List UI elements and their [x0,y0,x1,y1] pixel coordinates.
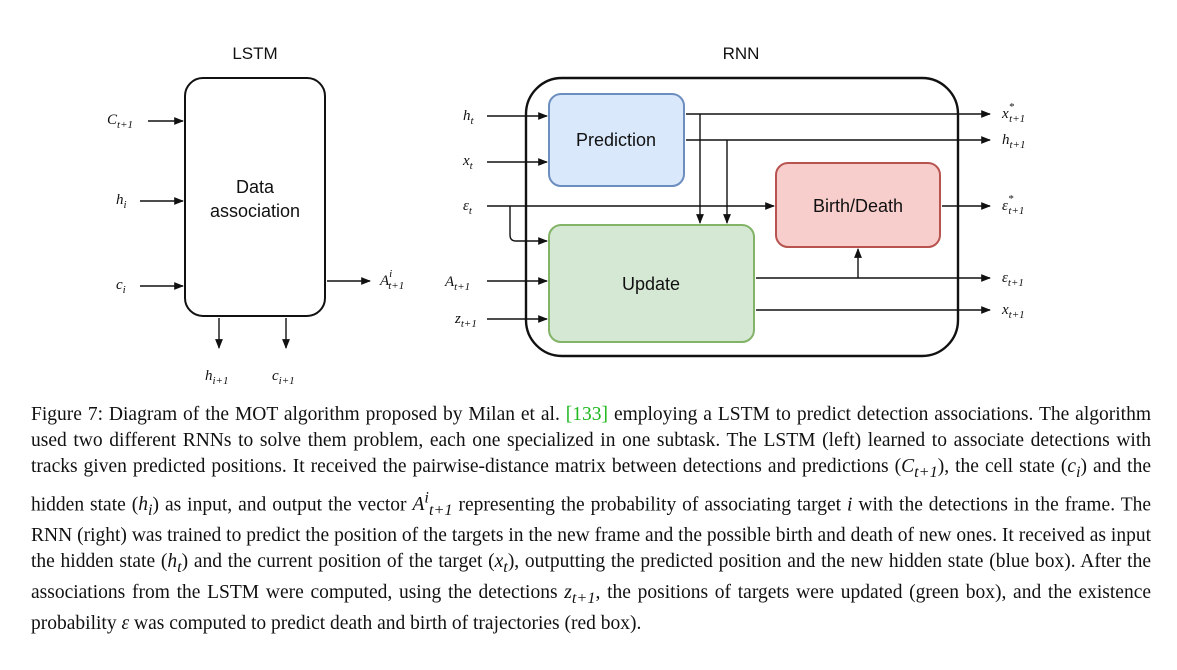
math-symbol: xt [494,551,508,577]
lstm-input-label: Ct+1 [107,112,133,131]
lstm-input-label: ci [116,277,126,296]
rnn-output-label: εt+1 [1002,270,1024,289]
data-association-box [184,77,326,317]
math-symbol: ci [1067,456,1081,481]
update-box [548,224,755,343]
figure-caption: Figure 7: Diagram of the MOT algorithm p… [31,402,1151,637]
lstm-bottom-label: hi+1 [205,368,228,387]
prediction-box [548,93,685,187]
caption-text: ) as input, and output the vector [152,494,407,516]
math-symbol: ht [167,551,182,577]
caption-text: ) and the current position of the target… [181,551,495,573]
rnn-output-label: ht+1 [1002,132,1025,151]
rnn-input-label: εt [463,198,473,217]
data-association-label-2: association [210,201,300,221]
figure-label: Figure 7: [31,404,103,425]
lstm-title: LSTM [232,44,277,63]
birth-death-label: Birth/Death [813,196,903,216]
rnn-output-label: x*t+1 [1001,101,1025,125]
caption-text: ) and the hidden state ( [31,456,1151,516]
caption-text: representing the probability of associat… [458,494,842,516]
rnn-title: RNN [723,44,760,63]
lstm-input-label: hi [116,192,127,211]
rnn-input-label: ht [463,108,475,127]
caption-text: ), outputting the predicted position and… [31,551,1151,604]
data-association-label-1: Data [236,177,275,197]
update-label: Update [622,274,680,294]
rnn-input-label: zt+1 [454,311,477,330]
math-symbol: hi [138,494,153,520]
prediction-label: Prediction [576,130,656,150]
birth-death-box [775,162,941,248]
caption-text: , the positions of targets were updated … [31,582,1152,635]
caption-text: employing a LSTM to predict detection as… [31,404,1151,477]
caption-text: with the detections in the frame. The RN… [31,494,1152,573]
math-symbol: Ait+1 [412,488,453,520]
caption-text: was computed to predict death and birth … [134,613,642,635]
citation-link[interactable]: [133] [565,404,609,425]
math-symbol: ε [121,613,130,635]
rnn-input-label: At+1 [444,274,470,293]
math-symbol: i [847,494,853,516]
rnn-output-label: ε*t+1 [1002,193,1024,217]
math-symbol: zt+1 [564,582,596,608]
caption-text: Diagram of the MOT algorithm proposed by… [108,404,560,425]
math-symbol: Ct+1 [901,456,938,481]
rnn-input-label: xt [462,153,474,172]
caption-text: ), the cell state ( [937,456,1068,477]
lstm-bottom-label: ci+1 [272,368,295,387]
rnn-output-label: xt+1 [1001,302,1025,321]
epsilon-to-update [509,206,548,245]
